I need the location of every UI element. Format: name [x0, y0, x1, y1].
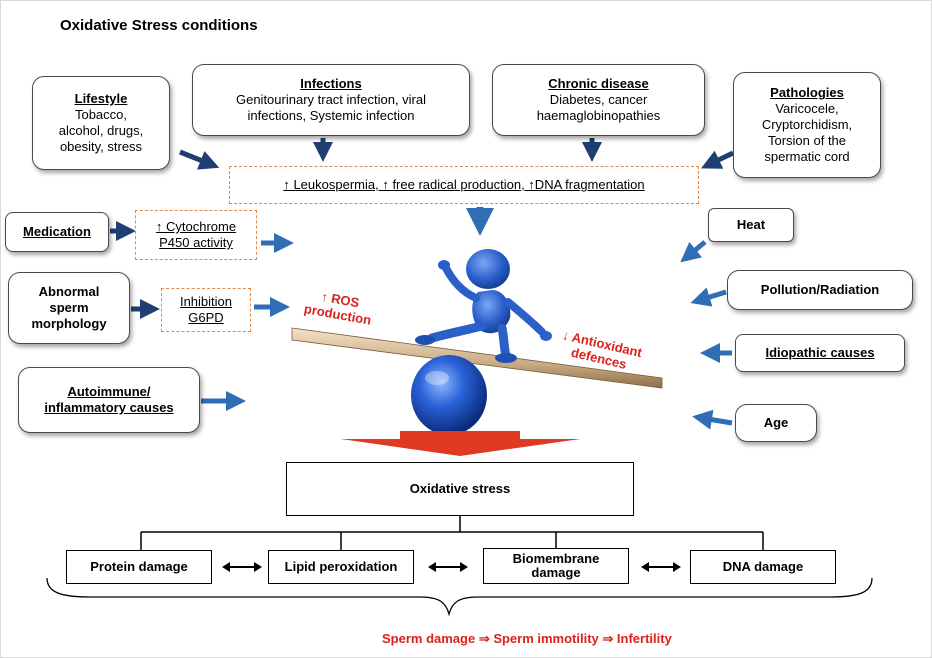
seesaw-plank — [291, 327, 663, 389]
medication-box: Medication — [5, 212, 109, 252]
protein-damage-box: Protein damage — [66, 550, 212, 584]
arrow-lifestyle — [179, 149, 220, 170]
lifestyle-box: Lifestyle Tobacco, alcohol, drugs, obesi… — [32, 76, 170, 170]
dna-damage-box: DNA damage — [690, 550, 836, 584]
arrow-age — [692, 409, 733, 430]
infections-box: Infections Genitourinary tract infection… — [192, 64, 470, 136]
pollution-radiation-box: Pollution/Radiation — [727, 270, 913, 310]
pathologies-box: Pathologies Varicocele, Cryptorchidism, … — [733, 72, 881, 178]
surfing-figure — [415, 249, 552, 363]
page-title: Oxidative Stress conditions — [60, 17, 258, 34]
oxidative-stress-box: Oxidative stress — [286, 462, 634, 516]
pathologies-heading: Pathologies — [770, 85, 844, 100]
biomembrane-damage-box: Biomembrane damage — [483, 548, 629, 584]
heat-box: Heat — [708, 208, 794, 242]
abnormal-morphology-box: Abnormal sperm morphology — [8, 272, 130, 344]
arrow-heat — [680, 240, 707, 263]
curly-brace — [46, 577, 873, 617]
chronic-disease-heading: Chronic disease — [548, 76, 649, 91]
cytochrome-box: ↑ Cytochrome P450 activity — [135, 210, 257, 260]
double-arrow-1 — [222, 562, 262, 572]
chronic-disease-box: Chronic disease Diabetes, cancer haemagl… — [492, 64, 705, 136]
effects-box: ↑ Leukospermia, ↑ free radical productio… — [229, 166, 699, 204]
idiopathic-box: Idiopathic causes — [735, 334, 905, 372]
g6pd-box: Inhibition G6PD — [161, 288, 251, 332]
infections-heading: Infections — [300, 76, 362, 91]
lifestyle-heading: Lifestyle — [74, 91, 128, 106]
age-box: Age — [735, 404, 817, 442]
autoimmune-box: Autoimmune/ inflammatory causes — [18, 367, 200, 433]
arrow-pathologies — [700, 150, 735, 169]
double-arrow-3 — [641, 562, 681, 572]
double-arrow-2 — [428, 562, 468, 572]
arrow-pollution — [690, 287, 727, 307]
outcome-text: Sperm damage ⇒ Sperm immotility ⇒ Infert… — [382, 631, 672, 646]
seesaw-ball — [411, 355, 487, 435]
lipid-peroxidation-box: Lipid peroxidation — [268, 550, 414, 584]
